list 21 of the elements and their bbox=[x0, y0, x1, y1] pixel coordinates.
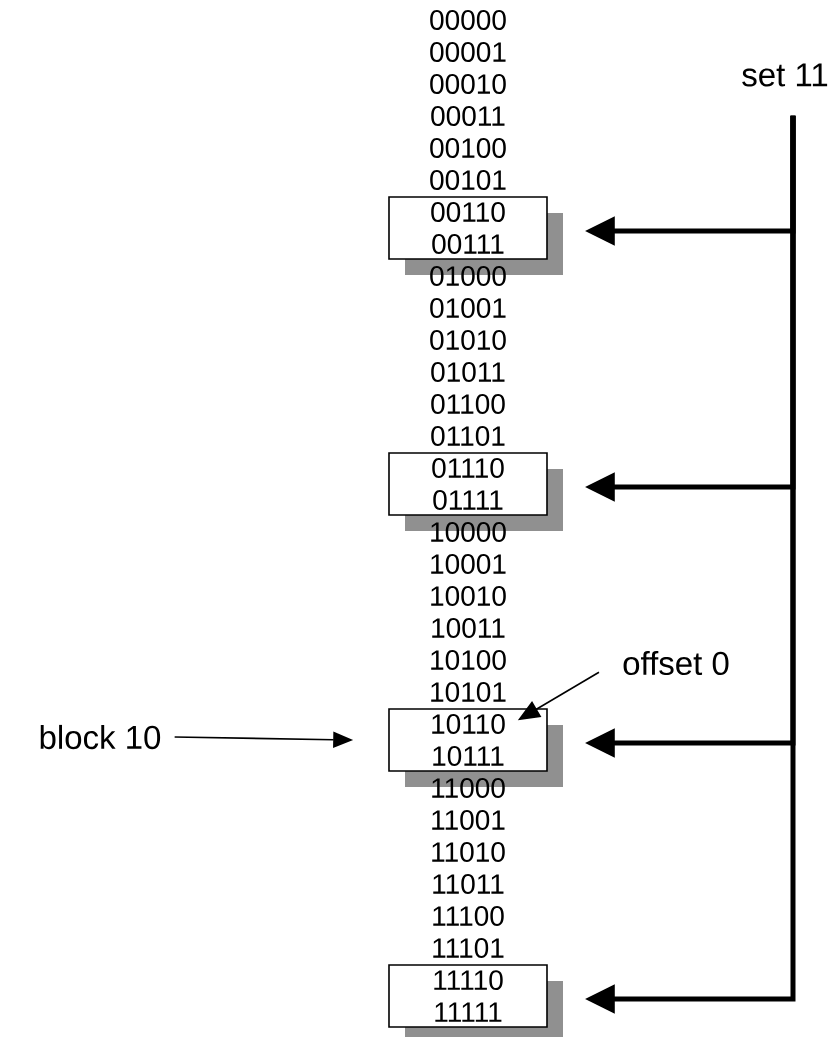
binary-address: 01100 bbox=[431, 394, 505, 414]
binary-address: 10100 bbox=[431, 650, 506, 670]
binary-address: 00011 bbox=[431, 106, 505, 126]
binary-address: 10001 bbox=[431, 554, 506, 574]
binary-address: 11010 bbox=[432, 842, 505, 862]
binary-address: 01011 bbox=[431, 362, 505, 382]
binary-address: 11001 bbox=[432, 810, 505, 830]
binary-address: 00100 bbox=[430, 138, 506, 158]
binary-address: 01010 bbox=[430, 330, 506, 350]
address-block-box: 11110 11111 bbox=[388, 964, 563, 1037]
binary-address: 11011 bbox=[433, 874, 504, 894]
binary-address: 00001 bbox=[430, 42, 506, 62]
set-label: set 11 bbox=[742, 63, 828, 87]
binary-address: 10011 bbox=[432, 618, 505, 638]
offset-label: offset 0 bbox=[623, 650, 729, 676]
binary-address: 10010 bbox=[431, 586, 506, 606]
binary-address: 11100 bbox=[433, 906, 504, 926]
binary-address: 00010 bbox=[430, 74, 506, 94]
binary-address: 00000 bbox=[430, 10, 506, 30]
block-label: block 10 bbox=[40, 724, 161, 750]
binary-address: 01001 bbox=[430, 298, 506, 318]
